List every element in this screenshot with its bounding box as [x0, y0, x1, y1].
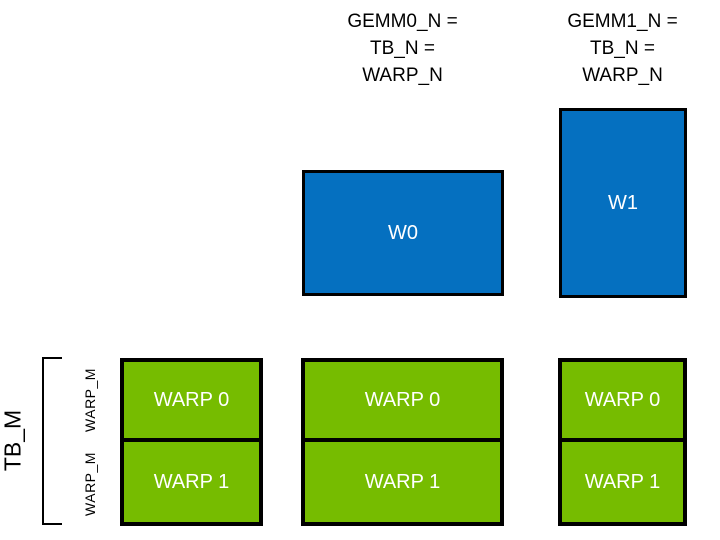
green-cell-col2-warp0: WARP 0 — [562, 362, 683, 442]
green-cell-col2-warp0-label: WARP 0 — [584, 388, 661, 411]
tb-m-label: TB_M — [0, 409, 26, 472]
green-cell-col1-warp1-label: WARP 1 — [364, 470, 441, 493]
blue-box-w0: W0 — [302, 170, 504, 296]
column-header-gemm0: GEMM0_N = TB_N = WARP_N — [347, 11, 458, 86]
green-cell-col2-warp1: WARP 1 — [562, 442, 683, 522]
warp-m-label-row0: WARP_M — [82, 368, 98, 432]
green-column-1: WARP 0 WARP 1 — [301, 358, 504, 526]
blue-box-w0-label: W0 — [388, 221, 418, 244]
green-cell-col0-warp1-label: WARP 1 — [153, 470, 230, 493]
green-cell-col0-warp0-label: WARP 0 — [153, 388, 230, 411]
green-cell-col1-warp1: WARP 1 — [305, 442, 500, 522]
blue-box-w1: W1 — [559, 108, 687, 298]
column-header-gemm1: GEMM1_N = TB_N = WARP_N — [567, 11, 678, 86]
green-cell-col1-warp0-label: WARP 0 — [364, 388, 441, 411]
green-cell-col1-warp0: WARP 0 — [305, 362, 500, 442]
green-column-0: WARP 0 WARP 1 — [120, 358, 263, 526]
green-column-2: WARP 0 WARP 1 — [558, 358, 687, 526]
tb-m-bracket — [42, 357, 62, 525]
warp-m-label-row1: WARP_M — [82, 452, 98, 516]
green-cell-col2-warp1-label: WARP 1 — [584, 470, 661, 493]
blue-box-w1-label: W1 — [608, 191, 638, 214]
green-cell-col0-warp1: WARP 1 — [124, 442, 259, 522]
green-cell-col0-warp0: WARP 0 — [124, 362, 259, 442]
